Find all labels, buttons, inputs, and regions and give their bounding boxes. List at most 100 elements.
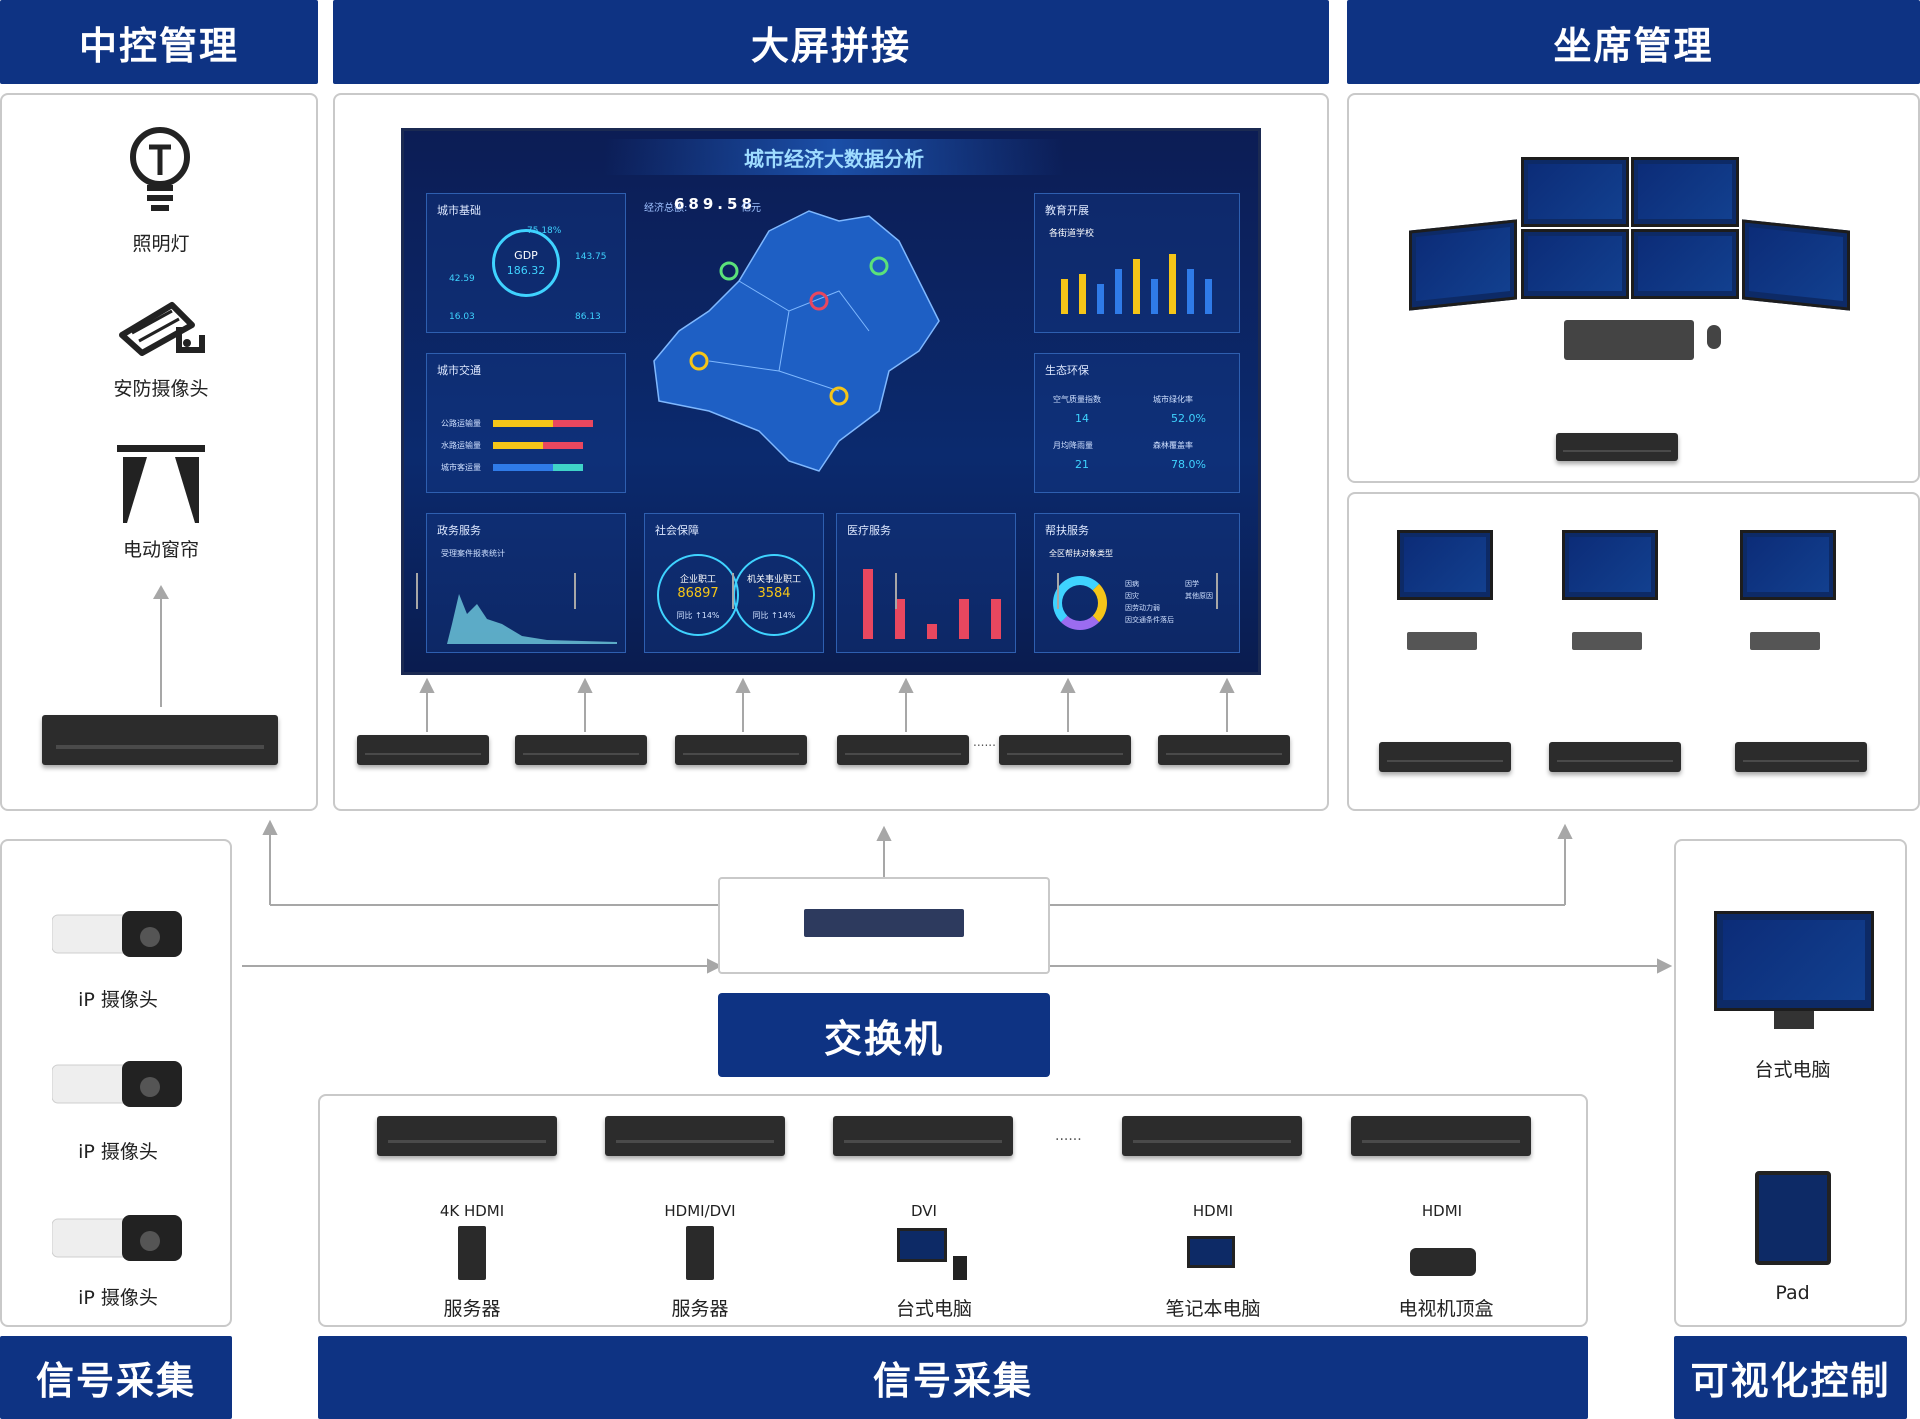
traffic-row-label: 水路运输量 <box>441 441 481 450</box>
source-device-label: 台式电脑 <box>895 1298 972 1320</box>
source-interface-label: HDMI <box>1192 1202 1234 1220</box>
card-eco: 生态环保 空气质量指数 14 城市绿化率 52.0% 月均降雨量 21 森林覆盖… <box>1034 353 1240 493</box>
decoder-device <box>1158 735 1290 765</box>
social-right-label: 机关事业职工 <box>746 575 801 585</box>
eco-metric-label: 森林覆盖率 <box>1153 441 1193 450</box>
education-subtitle: 各街道学校 <box>1049 229 1095 239</box>
video-wall-panel: 城市经济大数据分析 经济总额: 689.58 亿元 城市基础 GDP 186.3… <box>333 93 1329 811</box>
card-city-base: 城市基础 GDP 186.32 42.59 143.75 16.03 86.13… <box>426 193 626 333</box>
keyboard-icon <box>1750 632 1820 650</box>
traffic-row-label: 城市客运量 <box>441 463 481 472</box>
eco-metric-value: 14 <box>1075 412 1089 425</box>
eco-metric-value: 78.0% <box>1171 458 1206 471</box>
header-seat-management: 坐席管理 <box>1347 0 1920 84</box>
central-item-light: 照明灯 <box>132 233 190 255</box>
decoder-device <box>515 735 647 765</box>
keyboard-icon <box>1564 320 1694 360</box>
econ-total-unit: 亿元 <box>741 203 761 214</box>
social-left-yoy: 同比 ↑14% <box>676 611 720 620</box>
seat-node-device <box>1735 742 1867 772</box>
laptop-icon <box>1187 1236 1235 1268</box>
city-metric: 143.75 <box>575 252 607 262</box>
keyboard-icon <box>1572 632 1642 650</box>
server-icon <box>686 1226 714 1280</box>
card-title: 生态环保 <box>1045 364 1089 377</box>
source-device-label: 服务器 <box>671 1298 729 1320</box>
header-central-control: 中控管理 <box>0 0 318 84</box>
visual-item-desktop: 台式电脑 <box>1754 1059 1831 1081</box>
central-item-curtain: 电动窗帘 <box>122 539 199 561</box>
security-camera-icon <box>119 302 205 356</box>
social-left-label: 企业职工 <box>679 575 716 585</box>
eco-metric-label: 空气质量指数 <box>1053 395 1101 404</box>
traffic-row-label: 公路运输量 <box>441 419 481 428</box>
header-visual-control: 可视化控制 <box>1674 1336 1907 1419</box>
seat-monitor <box>1562 530 1658 600</box>
social-right-yoy: 同比 ↑14% <box>752 611 796 620</box>
city-metric: 86.13 <box>575 312 601 322</box>
card-help-service: 帮扶服务 全区帮扶对象类型 因病因灾因劳动力弱因交通条件落后 因学其他原因 <box>1034 513 1240 653</box>
city-metric: 16.03 <box>449 312 475 322</box>
encoder-device <box>377 1116 557 1156</box>
ip-camera-icon <box>52 911 182 957</box>
card-title: 社会保障 <box>655 524 699 537</box>
encoder-device <box>605 1116 785 1156</box>
gdp-label: GDP <box>514 249 538 262</box>
ip-camera-label: iP 摄像头 <box>78 1141 158 1163</box>
encoder-device <box>833 1116 1013 1156</box>
source-interface-label: HDMI/DVI <box>664 1202 736 1220</box>
source-device-label: 笔记本电脑 <box>1165 1298 1261 1320</box>
card-medical-service: 医疗服务 <box>836 513 1016 653</box>
card-title: 教育开展 <box>1045 204 1089 217</box>
server-icon <box>458 1226 486 1280</box>
switch-panel <box>718 877 1050 974</box>
ip-camera-icon <box>52 1215 182 1261</box>
econ-total-value: 689.58 <box>674 195 756 213</box>
decoder-device <box>357 735 489 765</box>
city-metric: 42.59 <box>449 274 475 284</box>
arrow-up-icon <box>153 585 169 599</box>
encoder-device <box>1122 1116 1302 1156</box>
ip-camera-icon <box>52 1061 182 1107</box>
decoder-device <box>675 735 807 765</box>
central-controller-device <box>42 715 278 765</box>
seat-panel-bottom <box>1347 492 1920 811</box>
visual-item-pad: Pad <box>1775 1282 1810 1304</box>
card-gov-service: 政务服务 受理案件报表统计 <box>426 513 626 653</box>
switch-label: 交换机 <box>718 993 1050 1077</box>
big-screen-display: 城市经济大数据分析 经济总额: 689.58 亿元 城市基础 GDP 186.3… <box>401 128 1261 675</box>
card-title: 城市基础 <box>437 204 481 217</box>
header-signal-left: 信号采集 <box>0 1336 232 1419</box>
seat-node-device <box>1549 742 1681 772</box>
city-top-percent: 75.18% <box>527 226 562 236</box>
central-item-camera: 安防摄像头 <box>113 378 209 400</box>
seat-monitor <box>1521 229 1629 299</box>
card-education: 教育开展 各街道学校 <box>1034 193 1240 333</box>
mouse-icon <box>1707 325 1721 349</box>
ip-camera-label: iP 摄像头 <box>78 1287 158 1309</box>
econ-total-label: 经济总额: <box>644 203 688 214</box>
card-title: 城市交通 <box>437 364 481 377</box>
eco-metric-value: 52.0% <box>1171 412 1206 425</box>
social-right-value: 3584 <box>757 586 791 601</box>
city-map <box>653 210 940 472</box>
seat-monitor <box>1740 530 1836 600</box>
seat-monitor <box>1521 157 1629 227</box>
source-device-label: 服务器 <box>443 1298 501 1320</box>
screen-title: 城市经济大数据分析 <box>744 147 924 171</box>
seat-controller-device <box>1556 433 1678 461</box>
ip-camera-label: iP 摄像头 <box>78 989 158 1011</box>
seat-monitor <box>1742 219 1850 311</box>
social-left-value: 86897 <box>677 586 719 601</box>
visual-control-panel: 台式电脑 Pad <box>1674 839 1907 1327</box>
help-legend-2: 因学其他原因 <box>1185 580 1213 600</box>
source-interface-label: 4K HDMI <box>439 1202 505 1220</box>
central-control-panel: 照明灯 安防摄像头 电动窗帘 <box>0 93 318 811</box>
eco-metric-label: 月均降雨量 <box>1053 441 1093 450</box>
seat-monitor <box>1631 229 1739 299</box>
gov-subtitle: 受理案件报表统计 <box>441 549 505 558</box>
seat-node-device <box>1379 742 1511 772</box>
card-social-security: 社会保障 企业职工 86897 同比 ↑14% 机关事业职工 3584 同比 ↑… <box>644 513 824 653</box>
ellipsis: ...... <box>1055 1128 1082 1144</box>
signal-sources-panel: ...... 4K HDMI HDMI/DVI DVI HDMI HDMI 服务… <box>318 1094 1588 1327</box>
